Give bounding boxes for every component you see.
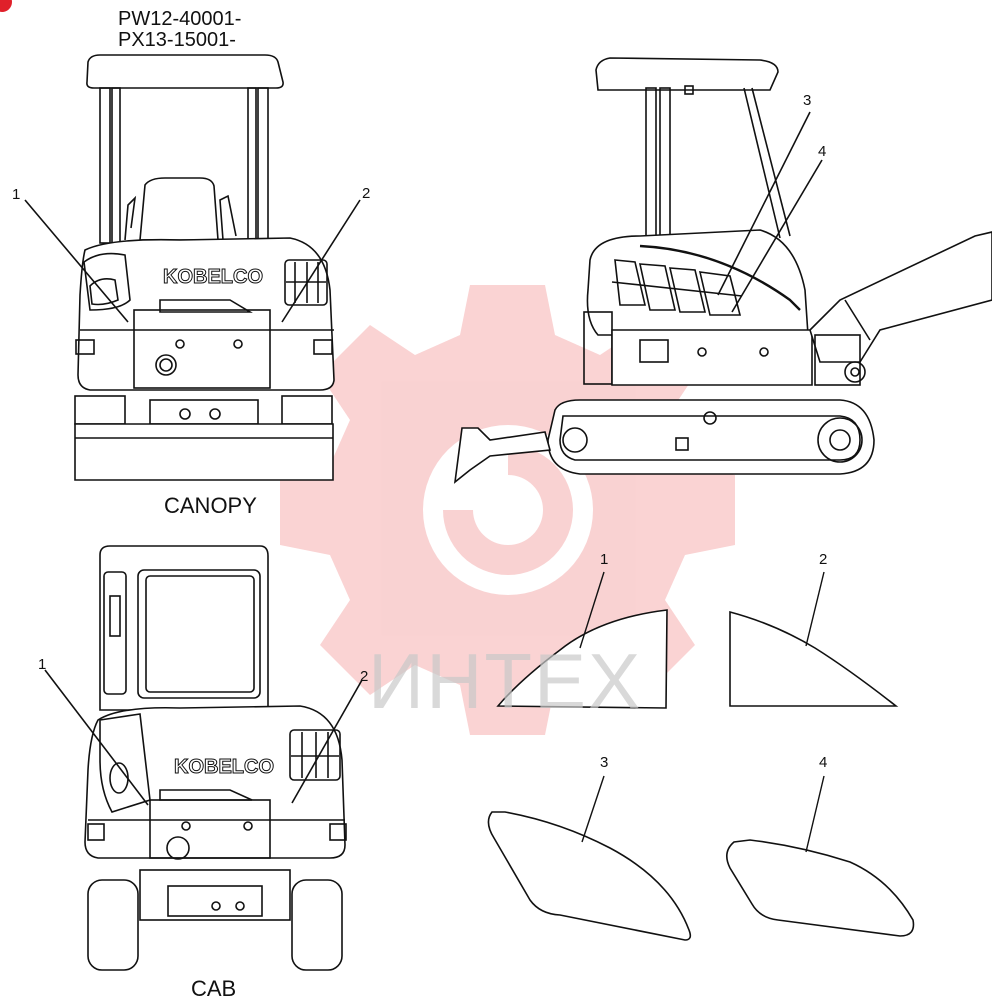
callout-side-4: 4 — [818, 143, 827, 160]
callout-part-4: 4 — [819, 754, 828, 771]
brand-logo-cab: KOBELCO — [174, 756, 275, 779]
decal-parts — [487, 609, 915, 941]
canopy-view-label: CANOPY — [164, 493, 257, 518]
callout-part-1: 1 — [600, 551, 609, 568]
callout-canopy-1: 1 — [12, 186, 21, 203]
serial-range-1: PW12-40001- — [118, 8, 242, 30]
cab-view-label: CAB — [191, 976, 237, 1001]
decal-part-3 — [487, 811, 692, 941]
side-view — [453, 57, 992, 484]
cab-rear-view — [44, 545, 363, 971]
corner-marker-icon — [0, 0, 12, 12]
callout-canopy-2: 2 — [362, 185, 371, 202]
canopy-rear-view — [24, 54, 361, 481]
callout-cab-2: 2 — [360, 668, 369, 685]
decal-part-1 — [496, 609, 668, 709]
callout-cab-1: 1 — [38, 656, 47, 673]
callout-part-2: 2 — [819, 551, 828, 568]
decal-part-4 — [726, 839, 915, 937]
decal-part-2 — [729, 610, 899, 707]
serial-range-2: PX13-15001- — [118, 29, 236, 51]
callout-part-3: 3 — [600, 754, 609, 771]
decal-leaders — [579, 571, 825, 853]
watermark-text: ИНТЕХ — [368, 637, 643, 725]
callout-side-3: 3 — [803, 92, 812, 109]
brand-logo-canopy: KOBELCO — [163, 266, 264, 289]
